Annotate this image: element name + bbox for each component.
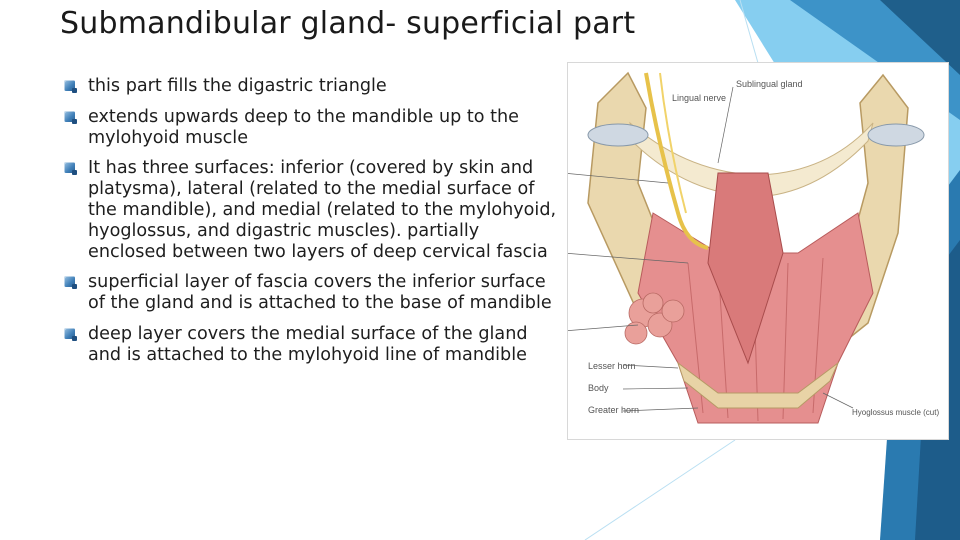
bullet-text: It has three surfaces: inferior (covered… [88, 158, 557, 262]
anatomy-figure: Sublingual gland Lingual nerve Lesser ho… [562, 62, 949, 440]
bullet-item: It has three surfaces: inferior (covered… [62, 158, 562, 262]
bullet-text: superficial layer of fascia covers the i… [88, 272, 552, 314]
mandible-illustration: Sublingual gland Lingual nerve Lesser ho… [562, 71, 939, 424]
bullet-item: this part fills the digastric triangle [62, 76, 562, 97]
label-body: Body [588, 383, 609, 393]
label-lingual-nerve: Lingual nerve [672, 93, 726, 103]
label-greater-horn: Greater horn [588, 405, 639, 415]
bullet-item: extends upwards deep to the mandible up … [62, 107, 562, 149]
slide-title: Submandibular gland- superficial part [60, 6, 636, 41]
bullet-icon [64, 276, 77, 290]
bullet-item: deep layer covers the medial surface of … [62, 324, 562, 366]
bullet-item: superficial layer of fascia covers the i… [62, 272, 562, 314]
bullet-list: this part fills the digastric triangle e… [62, 76, 562, 376]
bullet-icon [64, 327, 77, 341]
bullet-icon [64, 80, 77, 93]
bullet-text: deep layer covers the medial surface of … [88, 323, 528, 365]
label-hyoglossus: Hyoglossus muscle (cut) [852, 408, 939, 417]
bullet-icon [64, 162, 77, 176]
bullet-text: this part fills the digastric triangle [88, 76, 387, 96]
bullet-icon [64, 110, 77, 124]
bullet-text: extends upwards deep to the mandible up … [88, 106, 520, 148]
label-lesser-horn: Lesser horn [588, 361, 636, 371]
label-sublingual-gland: Sublingual gland [736, 79, 803, 89]
